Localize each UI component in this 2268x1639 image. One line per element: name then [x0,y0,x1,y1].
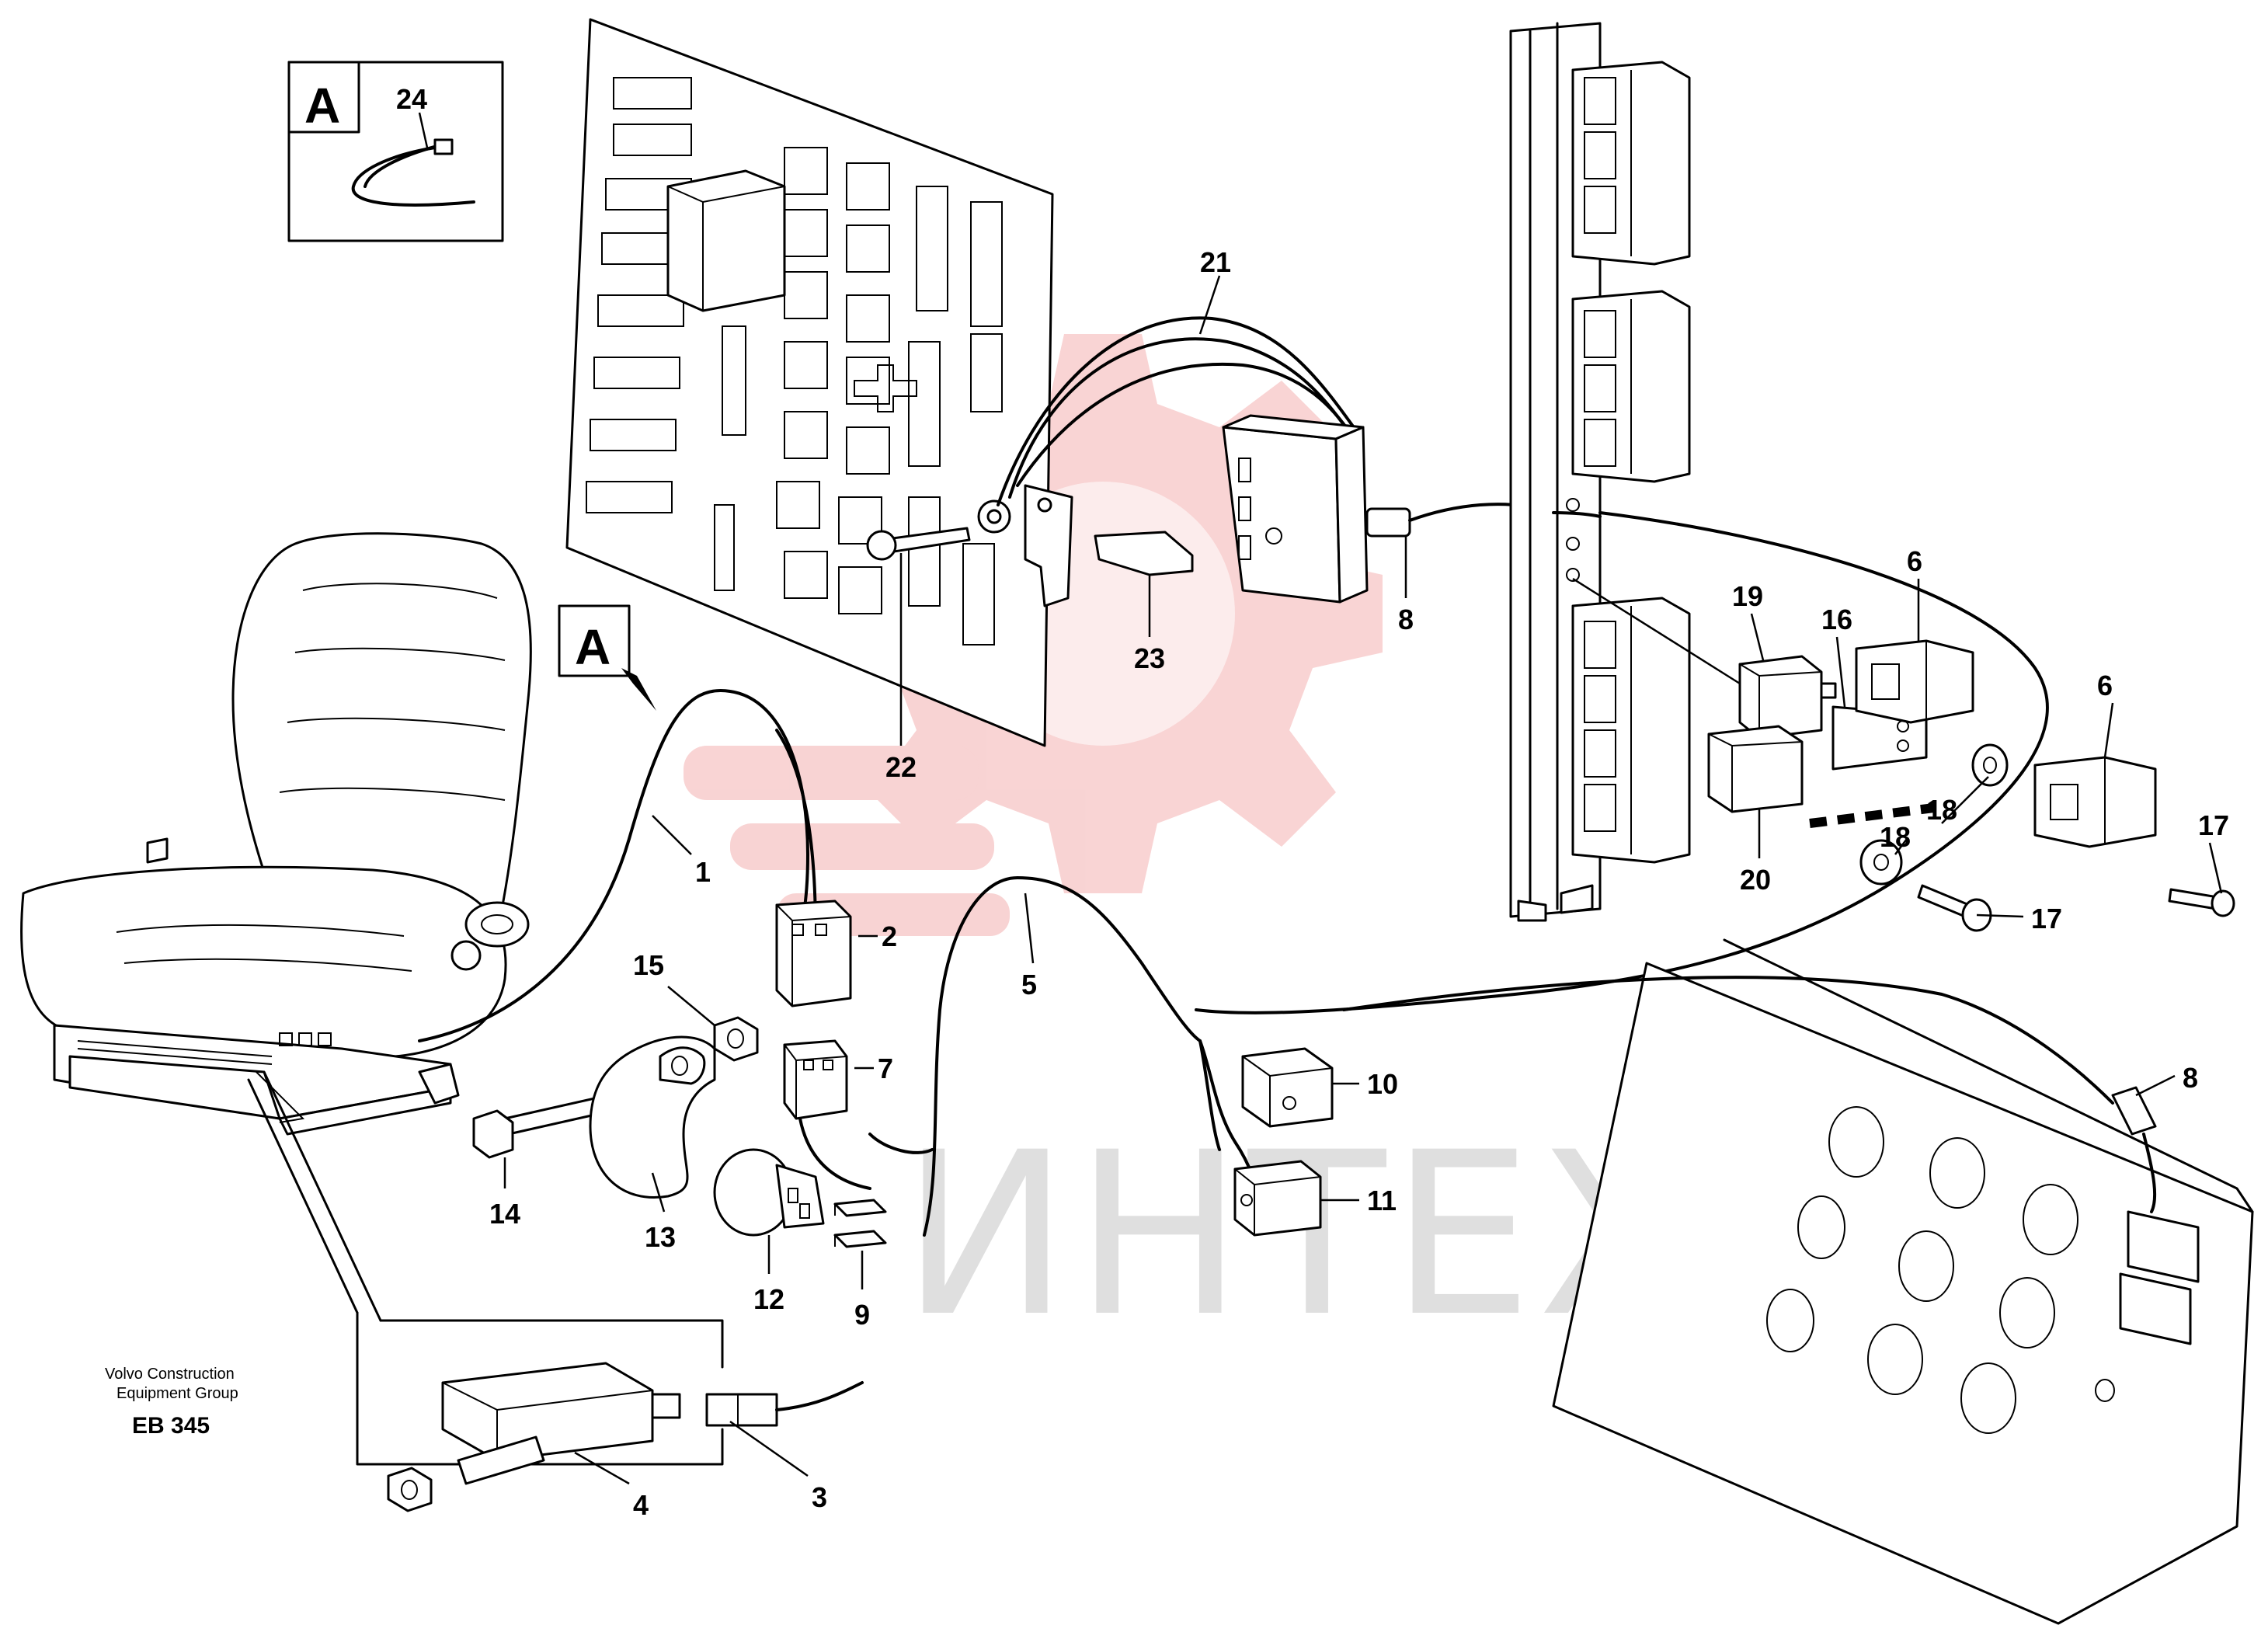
part-label: 6 [1907,545,1922,577]
screw-17-b [2168,888,2235,917]
part-label: 7 [878,1053,893,1084]
part-label: 19 [1732,580,1763,612]
bolt-22 [866,499,1011,561]
part-label: 17 [2198,809,2229,841]
part-label: 21 [1200,246,1231,278]
relay-6-a [1855,639,1974,724]
operator-seat [20,532,532,1136]
part-label: 23 [1134,642,1165,674]
relay-group-top [1571,61,1691,266]
plate-16 [1809,705,1935,828]
part-label: 14 [489,1198,520,1230]
part-label: 22 [885,751,917,783]
part-label: 11 [1367,1185,1397,1216]
detail-box-a: A [287,61,504,242]
nut-15 [713,1016,759,1062]
footer-code: EB 345 [132,1413,210,1439]
detail-callout-label: A [575,619,610,675]
switch-10 [1241,1047,1334,1128]
part-label: 3 [812,1481,827,1513]
relay-6-b [2033,756,2157,848]
plug-8-top [1365,503,1555,538]
part-labels: 24 21 22 23 8 19 16 6 6 17 17 18 18 20 1… [396,83,2229,1521]
relay-group-bottom [1571,597,1691,864]
connector-9 [833,1199,887,1248]
detail-box-label: A [304,78,340,134]
part-label: 16 [1821,604,1852,635]
part-label: 18 [1880,821,1911,853]
part-label: 10 [1367,1068,1398,1100]
part-label: 12 [753,1283,784,1315]
detail-inset [247,1070,864,1512]
part-label: 8 [1398,604,1414,635]
plug-8-right [1342,976,2157,1213]
relay-19 [1572,577,1837,739]
connector-7 [783,1039,848,1120]
connector-21 [997,316,1369,604]
part-label: 6 [2097,670,2113,701]
part-label: 2 [882,920,897,952]
relay-group-middle [1571,290,1691,483]
part-label: 5 [1021,969,1037,1000]
part-label: 18 [1926,794,1957,826]
circuit-board [565,18,1073,747]
part-label: 15 [633,949,664,981]
clamp-13 [589,1035,716,1199]
watermark-text: ИНТЕХ [901,1105,1696,1366]
dashboard-panel [1552,938,2254,1625]
washer-18-b [1859,839,1903,886]
connector-2 [775,900,852,1007]
part-label: 9 [854,1299,870,1331]
part-12 [713,1148,825,1237]
footer: Volvo Construction Equipment Group EB 34… [105,1366,238,1439]
part-label: 17 [2031,903,2062,934]
switch-11 [1233,1160,1322,1237]
footer-line-1: Volvo Construction [105,1366,235,1383]
relay-20 [1707,725,1804,813]
part-label: 13 [645,1221,676,1253]
screw-17-a [1917,884,1992,932]
washer-18-a [1971,743,2009,787]
part-23-clip [1094,531,1194,576]
detail-callout-a: A [558,604,656,711]
part-label: 8 [2183,1062,2198,1094]
part-label: 20 [1740,864,1771,896]
part-label: 1 [695,856,711,888]
part-label: 24 [396,83,427,115]
part-label: 4 [633,1489,649,1521]
footer-line-2: Equipment Group [117,1385,238,1402]
leader-lines [418,112,2223,1485]
